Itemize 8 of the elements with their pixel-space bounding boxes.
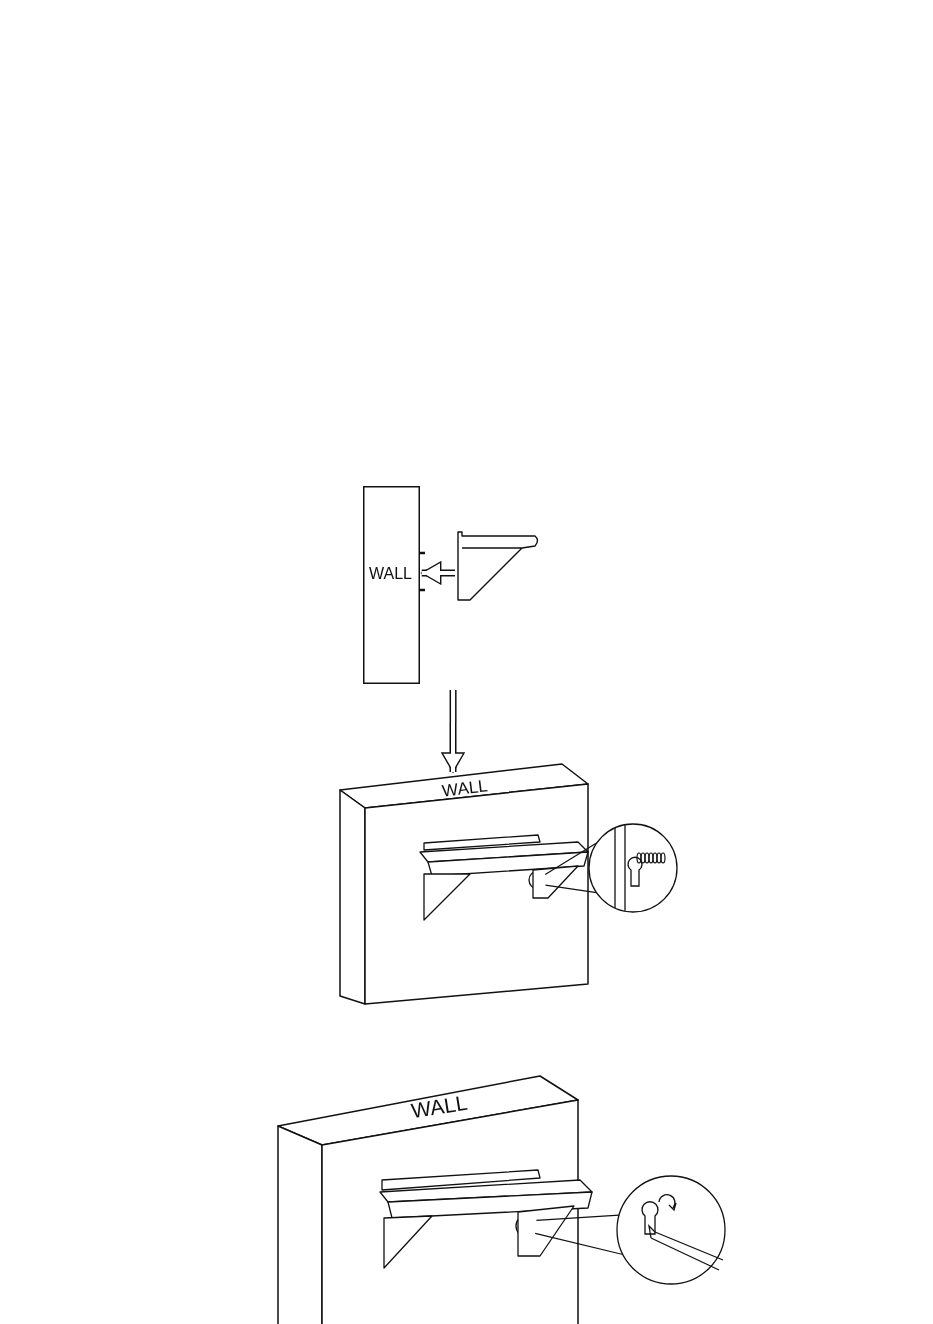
wall-label: WALL [369, 566, 412, 582]
block-arrow [441, 689, 465, 773]
leader-line [534, 1232, 624, 1256]
wall-label: WALL [409, 1091, 469, 1122]
leader-line [535, 1214, 620, 1221]
leader-line [544, 884, 598, 894]
wall-label: WALL [441, 777, 489, 800]
block-arrow [421, 561, 455, 585]
